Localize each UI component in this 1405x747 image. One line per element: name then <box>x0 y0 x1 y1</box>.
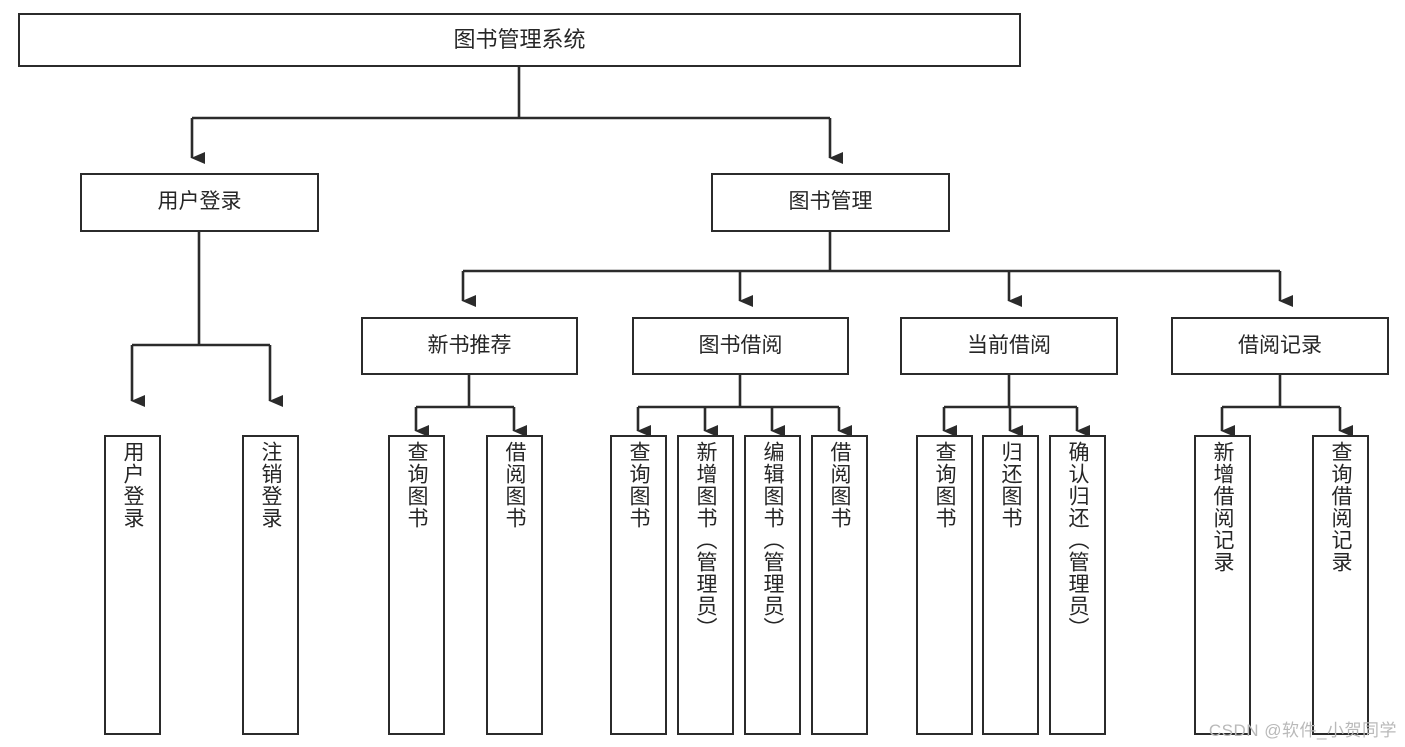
node-label: 新增图书（管理员） <box>694 441 717 639</box>
node-label: 新增借阅记录 <box>1211 441 1234 573</box>
leaf-new-book-borrow[interactable]: 借阅图书 <box>486 435 543 735</box>
node-label: 查询图书 <box>933 441 956 529</box>
leaf-record-add[interactable]: 新增借阅记录 <box>1194 435 1251 735</box>
node-label: 图书管理 <box>788 190 873 214</box>
leaf-borrow-borrow-book[interactable]: 借阅图书 <box>811 435 868 735</box>
node-book-borrow[interactable]: 图书借阅 <box>632 317 849 375</box>
node-label: 编辑图书（管理员） <box>761 441 784 639</box>
node-label: 借阅记录 <box>1238 333 1322 357</box>
leaf-user-logout[interactable]: 注销登录 <box>242 435 299 735</box>
node-label: 图书管理系统 <box>453 27 586 53</box>
node-label: 当前借阅 <box>967 333 1051 357</box>
node-label: 归还图书 <box>999 441 1022 529</box>
leaf-borrow-query-book[interactable]: 查询图书 <box>610 435 667 735</box>
leaf-new-book-query[interactable]: 查询图书 <box>388 435 445 735</box>
node-label: 查询借阅记录 <box>1329 441 1352 573</box>
node-label: 借阅图书 <box>828 441 851 529</box>
node-new-book-recommend[interactable]: 新书推荐 <box>361 317 578 375</box>
node-label: 查询图书 <box>627 441 650 529</box>
leaf-borrow-add-book-admin[interactable]: 新增图书（管理员） <box>677 435 734 735</box>
leaf-borrow-edit-book-admin[interactable]: 编辑图书（管理员） <box>744 435 801 735</box>
node-current-borrow[interactable]: 当前借阅 <box>900 317 1118 375</box>
node-label: 借阅图书 <box>503 441 526 529</box>
node-borrow-record[interactable]: 借阅记录 <box>1171 317 1389 375</box>
node-user-login[interactable]: 用户登录 <box>80 173 319 232</box>
leaf-current-return-book[interactable]: 归还图书 <box>982 435 1039 735</box>
leaf-record-query[interactable]: 查询借阅记录 <box>1312 435 1369 735</box>
watermark: CSDN @软件_小贺同学 <box>1208 721 1397 740</box>
leaf-current-confirm-return-admin[interactable]: 确认归还（管理员） <box>1049 435 1106 735</box>
leaf-current-query-book[interactable]: 查询图书 <box>916 435 973 735</box>
node-label: 注销登录 <box>259 441 282 529</box>
node-book-management[interactable]: 图书管理 <box>711 173 950 232</box>
node-label: 用户登录 <box>121 441 144 529</box>
node-label: 确认归还（管理员） <box>1066 441 1089 639</box>
node-label: 新书推荐 <box>427 333 512 357</box>
node-label: 图书借阅 <box>698 333 783 357</box>
node-label: 查询图书 <box>405 441 428 529</box>
leaf-user-login[interactable]: 用户登录 <box>104 435 161 735</box>
node-label: 用户登录 <box>157 190 242 214</box>
node-root-library-system[interactable]: 图书管理系统 <box>18 13 1021 67</box>
